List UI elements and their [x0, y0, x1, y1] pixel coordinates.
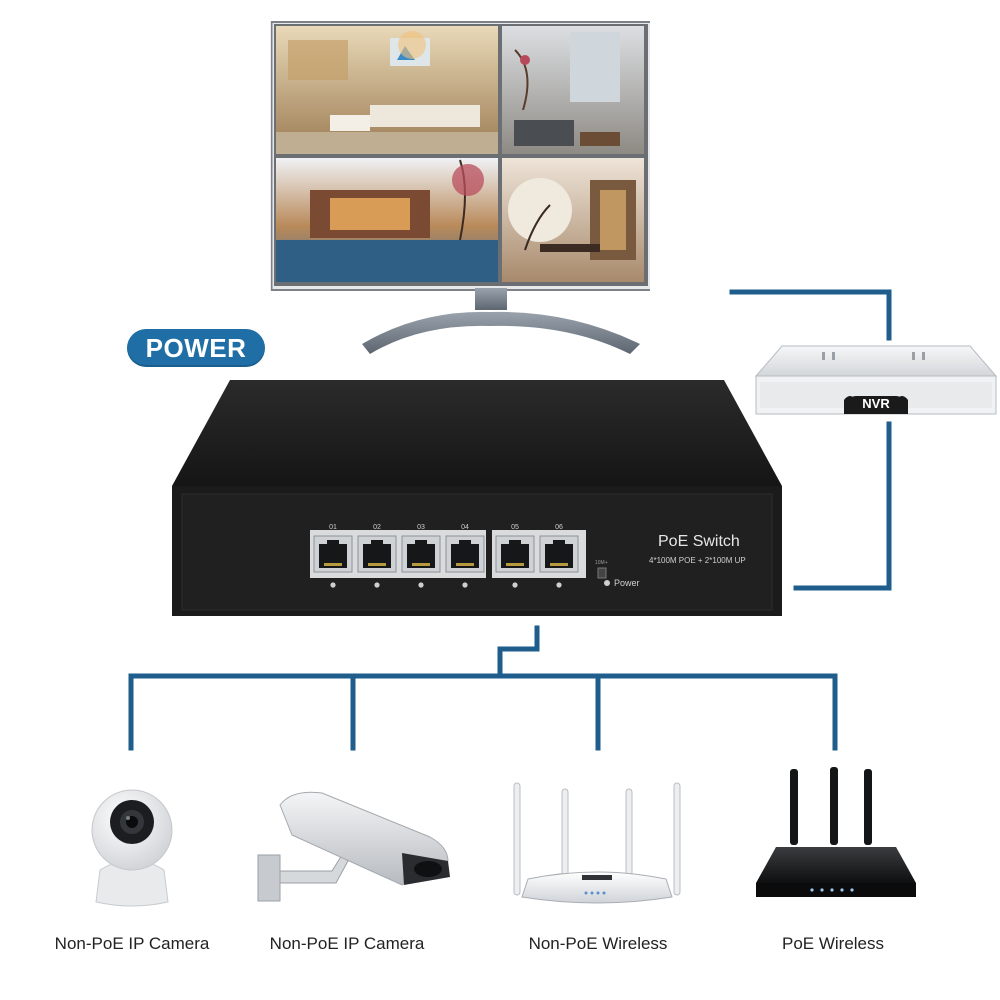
port-led: [512, 582, 518, 588]
port-number-label: 03: [417, 524, 425, 531]
ethernet-port-06[interactable]: 06: [539, 524, 579, 588]
port-led: [556, 582, 562, 588]
dome-camera-icon: [91, 789, 173, 907]
nvr-label: NVR: [862, 396, 890, 411]
switch-subtitle: 4*100M POE + 2*100M UP: [649, 556, 746, 565]
poe-switch: [170, 378, 784, 620]
port-led: [418, 582, 424, 588]
power-badge: POWER: [127, 329, 265, 367]
switch-mode-label: 10M+: [595, 560, 608, 566]
port-number-label: 02: [373, 524, 381, 531]
ethernet-port-03[interactable]: 03: [401, 524, 441, 588]
device-caption-bullet-camera: Non-PoE IP Camera: [269, 934, 425, 953]
power-led: [604, 580, 610, 586]
white-router-icon: [513, 782, 681, 904]
port-number-label: 01: [329, 524, 337, 531]
bullet-camera-icon: [257, 791, 450, 902]
device-caption-black-router: PoE Wireless: [781, 934, 885, 953]
ethernet-port-04[interactable]: 04: [445, 524, 485, 588]
ethernet-port-01[interactable]: 01: [313, 524, 353, 588]
port-led: [462, 582, 468, 588]
device-caption-white-router: Non-PoE Wireless: [528, 934, 668, 953]
black-router-icon: [756, 767, 916, 897]
port-number-label: 05: [511, 524, 519, 531]
mode-switch[interactable]: [597, 567, 607, 579]
nvr-icon: [754, 345, 998, 415]
port-led: [374, 582, 380, 588]
switch-title: PoE Switch: [658, 533, 740, 550]
port-led: [330, 582, 336, 588]
ethernet-port-02[interactable]: 02: [357, 524, 397, 588]
device-caption-dome-camera: Non-PoE IP Camera: [54, 934, 210, 953]
power-label: Power: [614, 578, 640, 588]
port-number-label: 04: [461, 524, 469, 531]
ethernet-port-05[interactable]: 05: [495, 524, 535, 588]
port-number-label: 06: [555, 524, 563, 531]
port-panel: 01 02 03 04 05 06: [313, 524, 607, 588]
monitor-icon: [270, 21, 650, 354]
